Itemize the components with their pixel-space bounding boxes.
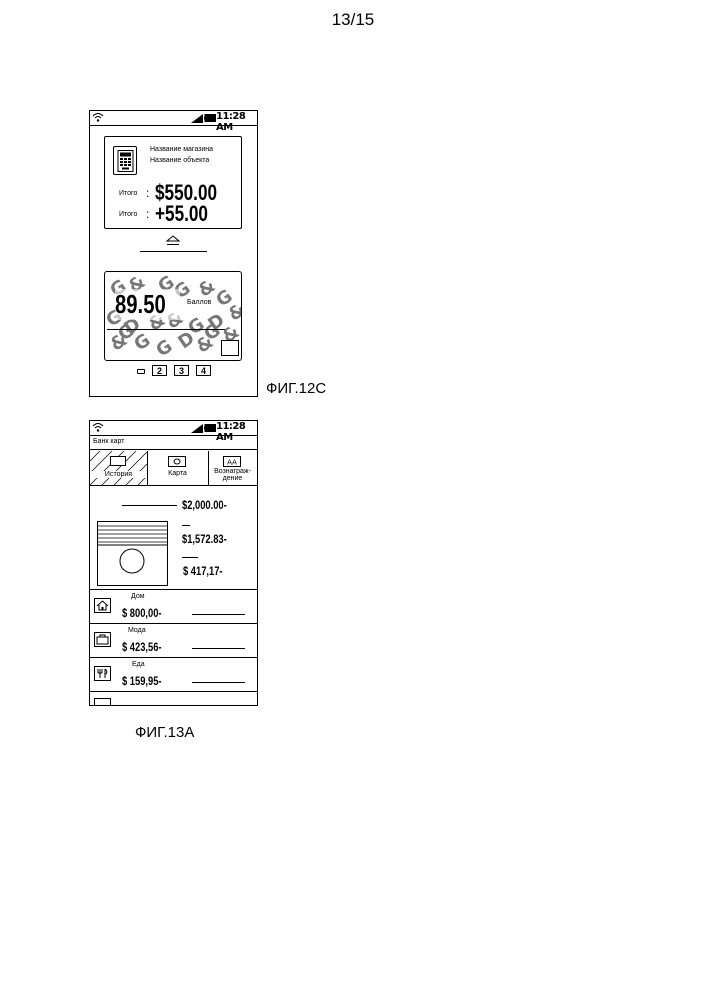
store-thumbnail: [113, 146, 137, 175]
points-underline: [107, 329, 225, 330]
tab-reward[interactable]: AA Вознаграж- дение: [208, 451, 257, 485]
total-colon-2: :: [146, 207, 149, 221]
watermark-glyph: G: [152, 336, 176, 361]
points-card[interactable]: G&GG&G&GD&&GD&GGD&GG& 89.50 Баллов: [104, 271, 242, 361]
figure-caption-13a: ФИГ.13А: [135, 724, 194, 741]
list-item-food[interactable]: Еда $ 159,95-: [90, 658, 257, 692]
screen-title: Банк карт: [93, 438, 124, 445]
points-value: 89.50: [115, 289, 180, 320]
card-corner-square[interactable]: [221, 340, 239, 356]
receipt-card[interactable]: Название магазина Название объекта Итого…: [104, 136, 242, 229]
signal-icon: [191, 424, 203, 433]
history-icon: [110, 456, 126, 466]
wifi-icon: [92, 422, 104, 433]
battery-icon: [204, 114, 216, 122]
svg-text:AA: AA: [227, 459, 237, 467]
category-bar: [192, 614, 245, 615]
signal-icon: [191, 114, 203, 123]
category-bar: [192, 648, 245, 649]
tab-card-label: Карта: [147, 470, 208, 477]
tab-reward-label: Вознаграж- дение: [208, 468, 257, 482]
category-name: Мода: [128, 627, 146, 634]
page-indicator-2[interactable]: 2: [152, 365, 167, 376]
status-time: 11:28 AM: [216, 111, 257, 133]
total-label-1: Итого: [119, 190, 137, 197]
title-divider: [90, 449, 257, 450]
battery-icon: [204, 424, 216, 432]
category-bar: [192, 682, 245, 683]
category-amount: $ 159,95-: [122, 674, 173, 688]
list-item-home[interactable]: Дом $ 800,00-: [90, 590, 257, 624]
list-item-partial-icon: [94, 698, 111, 706]
divider: [140, 251, 207, 252]
summary-part-1: $1,572.83-: [182, 532, 239, 546]
part-1-marker: [182, 525, 190, 526]
page-indicator-3[interactable]: 3: [174, 365, 189, 376]
store-name: Название магазина: [150, 146, 213, 153]
tab-history-label: История: [90, 471, 147, 478]
total-colon-1: :: [146, 186, 149, 200]
list-item-fashion[interactable]: Мода $ 423,56-: [90, 624, 257, 658]
part-2-marker: [182, 557, 198, 558]
category-name: Еда: [132, 661, 145, 668]
cutlery-icon: [94, 666, 111, 681]
tab-card[interactable]: Карта: [147, 451, 209, 485]
terminal-icon: [117, 150, 134, 172]
total-label-2: Итого: [119, 211, 137, 218]
summary-part-2: $ 417,17-: [183, 564, 234, 578]
category-name: Дом: [131, 593, 145, 600]
total-leader-line: [122, 505, 177, 506]
category-amount: $ 800,00-: [122, 606, 173, 620]
tab-history[interactable]: История: [90, 451, 148, 485]
points-label: Баллов: [187, 299, 211, 306]
status-bar: 11:28 AM: [90, 111, 257, 126]
wifi-icon: [92, 112, 104, 123]
phone-screen-fig12c: 11:28 AM Название магазина Название объе…: [89, 110, 258, 397]
tabs-divider: [90, 485, 257, 486]
total-value-2: +55.00: [155, 201, 223, 227]
home-icon: [94, 598, 111, 613]
status-time: 11:28 AM: [216, 421, 257, 443]
bag-icon: [94, 632, 111, 647]
status-bar: 11:28 AM: [90, 421, 257, 436]
object-name: Название объекта: [150, 157, 209, 164]
reward-icon: AA: [223, 456, 241, 467]
eject-icon[interactable]: [166, 235, 180, 246]
page-indicator-1[interactable]: [137, 369, 145, 374]
figure-caption-12c: ФИГ.12С: [266, 380, 326, 397]
phone-screen-fig13a: 11:28 AM Банк карт История Карта AA Возн…: [89, 420, 258, 706]
category-amount: $ 423,56-: [122, 640, 173, 654]
page-indicator-4[interactable]: 4: [196, 365, 211, 376]
summary-graphic: [97, 521, 168, 586]
card-icon: [168, 456, 186, 467]
page-number: 13/15: [0, 10, 706, 30]
summary-total: $2,000.00-: [182, 498, 239, 512]
